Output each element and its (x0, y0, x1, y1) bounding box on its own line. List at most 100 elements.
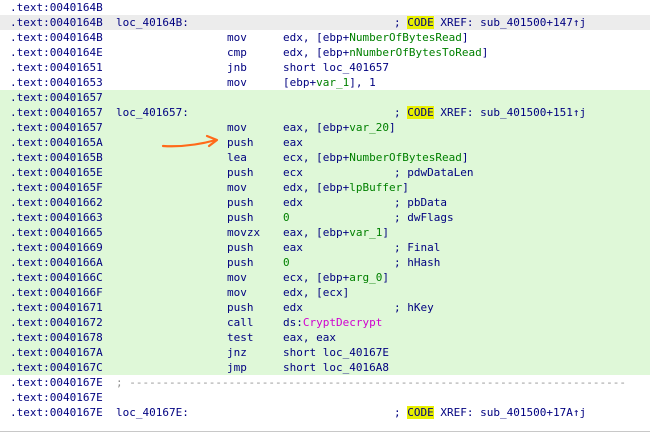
segment-name: .text:0040164E (10, 46, 103, 59)
listing-line[interactable]: .text:0040167E loc_40167E: ; CODE XREF: su… (0, 405, 650, 420)
segment-name: .text:00401657 (10, 106, 103, 119)
instruction-mnemonic: movzx (227, 226, 261, 239)
instruction-operands[interactable]: edx (283, 300, 303, 315)
operand-text: short loc_40167E (283, 346, 389, 359)
listing-line[interactable]: .text:0040167C jmp short loc_4016A8 (0, 360, 650, 375)
instruction-operands[interactable]: edx, [ebp+nNumberOfBytesToRead] (283, 45, 488, 60)
instruction-mnemonic: mov (227, 76, 247, 89)
instruction-operands[interactable]: 0 (283, 255, 290, 270)
line-address: .text:0040166C (10, 270, 103, 285)
code-label[interactable]: loc_40167E: (116, 406, 189, 419)
operand-text: ds: (283, 316, 303, 329)
code-tag: CODE (407, 16, 434, 29)
argument-comment: ; hKey (394, 301, 434, 314)
instruction-operands[interactable]: edx (283, 195, 303, 210)
segment-name: .text:00401671 (10, 301, 103, 314)
code-label[interactable]: loc_401657: (116, 106, 189, 119)
line-address: .text:00401653 (10, 75, 103, 90)
xref-comment[interactable]: ; CODE XREF: sub_401500+147↑j (394, 16, 587, 29)
instruction-operands[interactable]: ecx (283, 165, 303, 180)
listing-line[interactable]: .text:00401653 mov [ebp+var_1], 1 (0, 75, 650, 90)
instruction-operands[interactable]: eax, [ebp+var_1] (283, 225, 389, 240)
operand-text: ] (461, 31, 469, 44)
listing-line[interactable]: .text:0040167E; ------------------------… (0, 375, 650, 390)
xref-comment[interactable]: ; CODE XREF: sub_401500+17A↑j (394, 406, 587, 419)
line-address: .text:00401669 (10, 240, 103, 255)
segment-name: .text:00401653 (10, 76, 103, 89)
operand-text: edx (283, 196, 303, 209)
operand-text: ] (481, 46, 489, 59)
line-address: .text:0040167C (10, 360, 103, 375)
segment-name: .text:0040165B (10, 151, 103, 164)
instruction-operands[interactable]: edx, [ecx] (283, 285, 349, 300)
instruction-mnemonic: jmp (227, 361, 247, 374)
listing-line[interactable]: .text:00401671 push edx ; hKey (0, 300, 650, 315)
listing-line[interactable]: .text:0040166F mov edx, [ecx] (0, 285, 650, 300)
line-address: .text:0040167E (10, 375, 103, 390)
annotation-arrow (161, 134, 219, 148)
instruction-mnemonic: push (227, 301, 254, 314)
instruction-operands[interactable]: ecx, [ebp+arg_0] (283, 270, 389, 285)
instruction-operands[interactable]: [ebp+var_1], 1 (283, 75, 376, 90)
line-address: .text:0040167E (10, 405, 103, 420)
operand-text: ] (388, 121, 396, 134)
instruction-mnemonic: mov (227, 286, 247, 299)
listing-line[interactable]: .text:0040164B (0, 0, 650, 15)
xref-comment[interactable]: ; CODE XREF: sub_401500+151↑j (394, 106, 587, 119)
segment-name: .text:0040165E (10, 166, 103, 179)
instruction-operands[interactable]: eax, eax (283, 330, 336, 345)
instruction-operands[interactable]: edx, [ebp+lpBuffer] (283, 180, 409, 195)
line-address: .text:0040164E (10, 45, 103, 60)
operand-text: ] (402, 181, 409, 194)
argument-comment: ; pdwDataLen (394, 166, 474, 179)
instruction-operands[interactable]: ds:CryptDecrypt (283, 315, 382, 330)
listing-line[interactable]: .text:00401657 loc_401657: ; CODE XREF: su… (0, 105, 650, 120)
argument-comment: ; pbData (394, 196, 447, 209)
instruction-operands[interactable]: eax (283, 135, 303, 150)
instruction-operands[interactable]: short loc_401657 (283, 60, 389, 75)
listing-line[interactable]: .text:0040164B loc_40164B: ; CODE XREF: su… (0, 15, 650, 30)
instruction-operands[interactable]: 0 (283, 210, 290, 225)
code-label[interactable]: loc_40164B: (116, 16, 189, 29)
code-tag: CODE (407, 406, 434, 419)
segment-name: .text:0040165A (10, 136, 103, 149)
segment-name: .text:0040165F (10, 181, 103, 194)
instruction-operands[interactable]: ecx, [ebp+NumberOfBytesRead] (283, 150, 468, 165)
line-address: .text:0040165F (10, 180, 103, 195)
line-address: .text:0040166F (10, 285, 103, 300)
instruction-operands[interactable]: short loc_40167E (283, 345, 389, 360)
instruction-mnemonic: push (227, 196, 254, 209)
instruction-operands[interactable]: short loc_4016A8 (283, 360, 389, 375)
instruction-operands[interactable]: edx, [ebp+NumberOfBytesRead] (283, 30, 468, 45)
api-function-name: CryptDecrypt (302, 316, 383, 329)
line-address: .text:00401663 (10, 210, 103, 225)
line-address: .text:00401657 (10, 90, 103, 105)
segment-name: .text:0040166A (10, 256, 103, 269)
line-address: .text:0040166A (10, 255, 103, 270)
listing-line[interactable]: .text:0040167E (0, 390, 650, 405)
instruction-operands[interactable]: eax (283, 240, 303, 255)
segment-name: .text:00401672 (10, 316, 103, 329)
listing-line[interactable]: .text:00401657 (0, 90, 650, 105)
instruction-operands[interactable]: eax, [ebp+var_20] (283, 120, 396, 135)
segment-name: .text:00401657 (10, 121, 103, 134)
segment-name: .text:0040164B (10, 16, 103, 29)
